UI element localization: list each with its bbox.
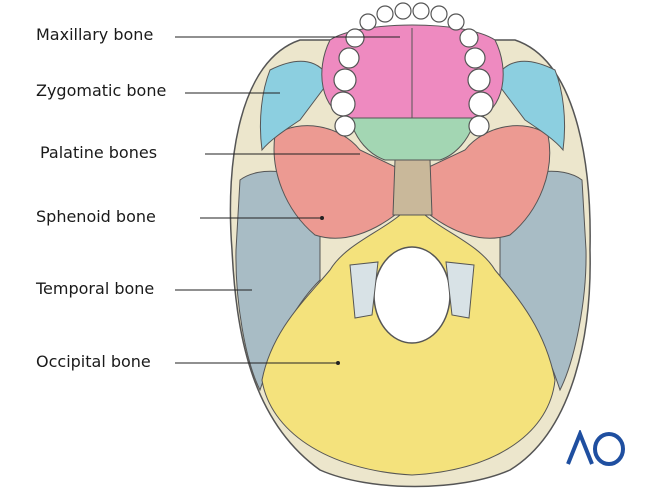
label-sphenoid-bone: Sphenoid bone	[36, 207, 156, 226]
label-temporal-bone: Temporal bone	[36, 279, 155, 298]
leader-lines	[175, 36, 400, 364]
foramen-magnum	[373, 246, 451, 344]
vomer	[392, 159, 433, 216]
label-zygomatic-bone: Zygomatic bone	[36, 81, 167, 100]
label-palatine-bones: Palatine bones	[40, 143, 158, 162]
occipital-condyle-left	[349, 261, 379, 319]
zygomatic-bone-right	[494, 60, 566, 152]
ao-logo	[566, 430, 625, 466]
zygomatic-bone-left	[259, 60, 331, 152]
occipital-bone	[261, 214, 556, 476]
label-occipital-bone: Occipital bone	[36, 352, 151, 371]
occipital-condyle-right	[445, 261, 475, 319]
teeth	[330, 2, 494, 137]
label-maxillary-bone: Maxillary bone	[36, 25, 154, 44]
